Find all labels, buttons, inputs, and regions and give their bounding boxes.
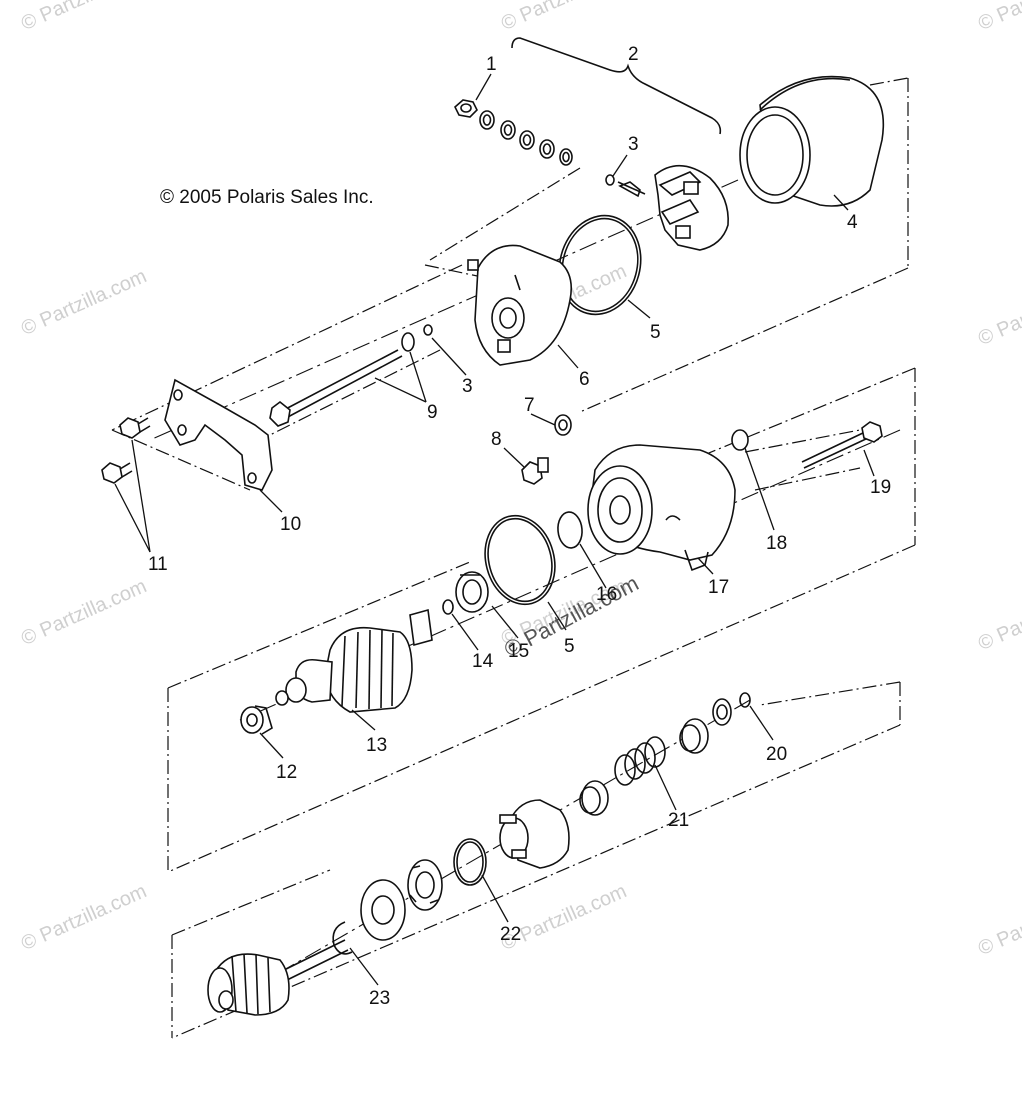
lower-section-frame (171, 681, 901, 1039)
o-ring-16 (557, 511, 583, 549)
callout-19: 19 (870, 477, 891, 498)
housing-bolt-part (801, 421, 883, 469)
spring-part (614, 736, 666, 786)
callout-11: 11 (148, 554, 168, 575)
sleeve-part (579, 780, 609, 816)
brush-holder-part (617, 164, 729, 251)
callout-17: 17 (708, 577, 729, 598)
callout-4: 4 (847, 212, 858, 233)
clip-20 (739, 692, 751, 708)
nut-and-washers-part (454, 99, 573, 166)
callout-22: 22 (500, 924, 521, 945)
circlip-14 (442, 599, 454, 615)
callout-6: 6 (579, 369, 590, 390)
callout-labels: 1 2 3 3 4 5 6 7 8 9 10 11 12 13 14 15 5 … (148, 44, 891, 1009)
snap-ring-22 (453, 838, 487, 886)
yoke-housing-part (739, 75, 885, 207)
callout-7: 7 (524, 395, 535, 416)
clip-23 (332, 921, 353, 955)
washer-lower (712, 698, 732, 726)
callout-2: 2 (628, 44, 639, 65)
callout-10: 10 (280, 514, 301, 535)
callout-12: 12 (276, 762, 297, 783)
clutch-gear-part (499, 799, 570, 869)
o-ring-5-lower (484, 514, 556, 606)
callout-8: 8 (491, 429, 502, 450)
leader-lines (114, 73, 875, 986)
o-ring-3-upper (605, 174, 615, 186)
o-ring-3-lower (423, 324, 433, 336)
mounting-bracket-part (164, 378, 273, 491)
middle-section-frame (167, 367, 916, 873)
callout-18: 18 (766, 533, 787, 554)
o-ring-5-upper (558, 214, 642, 316)
copyright-text: © 2005 Polaris Sales Inc. (160, 187, 374, 208)
callout-5: 5 (650, 322, 661, 343)
thrust-plate-part (360, 879, 406, 941)
roller-clutch-part (407, 859, 443, 911)
callout-3: 3 (462, 376, 473, 397)
callout-14: 14 (472, 651, 494, 672)
bearing-part (455, 571, 489, 613)
bracket-bolts-part (101, 417, 151, 484)
armature-part (275, 608, 433, 713)
collar-part (679, 718, 709, 754)
washer-18 (731, 429, 749, 451)
pinion-shaft-part (207, 939, 349, 1016)
callout-9: 9 (427, 402, 438, 423)
callout-1: 1 (486, 54, 497, 75)
callout-5: 5 (564, 636, 575, 657)
callout-13: 13 (366, 735, 387, 756)
bracket-2 (511, 37, 722, 135)
callout-23: 23 (369, 988, 390, 1009)
callout-15: 15 (508, 641, 529, 662)
callout-20: 20 (766, 744, 787, 765)
callout-3: 3 (628, 134, 639, 155)
bushing-part (240, 705, 273, 735)
callout-16: 16 (596, 584, 617, 605)
through-bolts-part (269, 332, 415, 427)
terminal-nut-part (521, 414, 572, 485)
end-cover-part (467, 244, 573, 366)
callout-21: 21 (668, 810, 689, 831)
front-housing-part (587, 444, 736, 572)
